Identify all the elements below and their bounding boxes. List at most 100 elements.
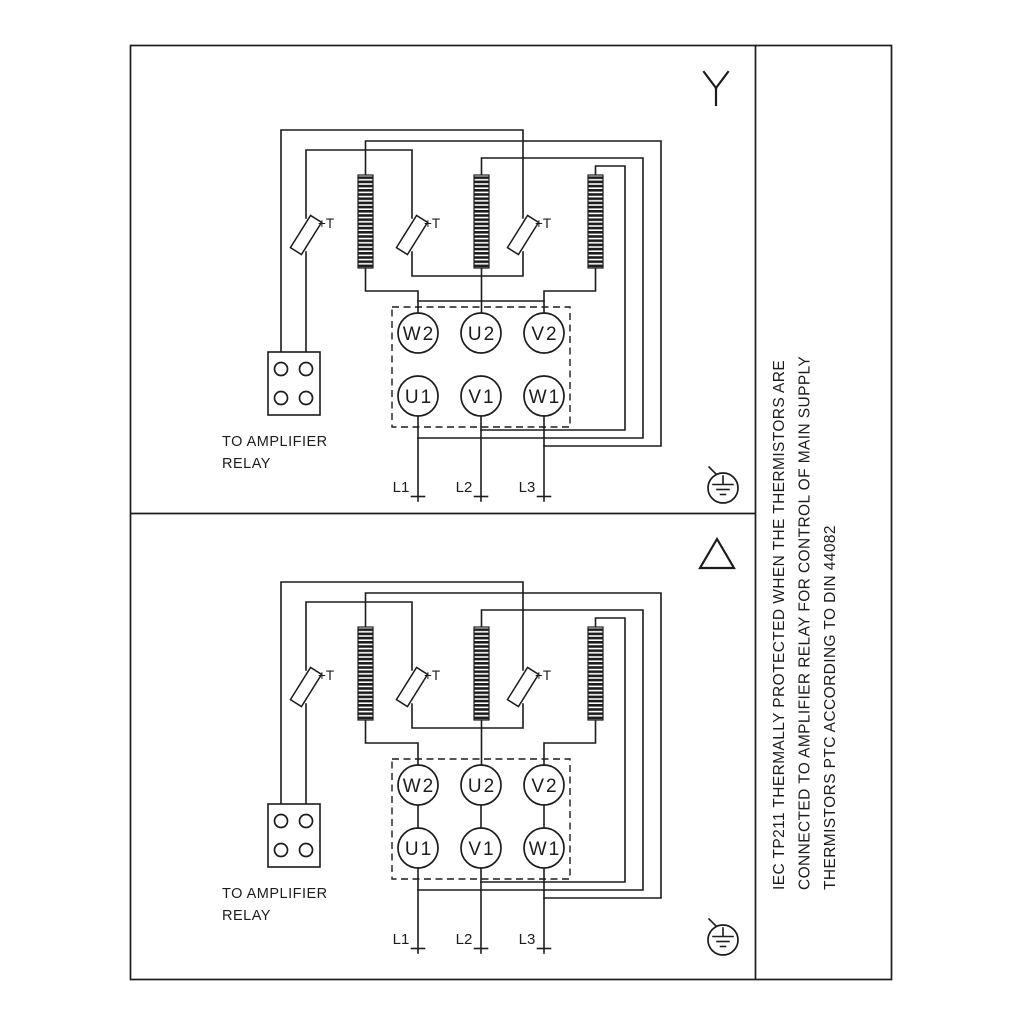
terminal-board-outline xyxy=(391,306,571,428)
terminal-u2: U2 xyxy=(460,764,502,806)
winding2-top-wire xyxy=(417,157,644,439)
panel-circuit-star: +T +T +T TO AMPLIFIER RELAY W2 U2 xyxy=(222,129,739,504)
terminal-v2: V2 xyxy=(523,312,565,354)
thermistor-symbol xyxy=(506,214,540,256)
motor-winding-1 xyxy=(357,174,374,269)
thermistor-label: +T xyxy=(424,668,440,683)
supply-label-l1: L1 xyxy=(393,931,410,948)
thermistor-2: +T xyxy=(395,666,440,708)
terminal-circle xyxy=(523,312,565,354)
terminal-u1: U1 xyxy=(397,827,439,869)
terminal-v1: V1 xyxy=(460,375,502,417)
terminal-circle xyxy=(523,375,565,417)
relay-terminal xyxy=(273,842,289,858)
ground-circle xyxy=(707,924,739,956)
terminal-label: U2 xyxy=(468,324,496,345)
side-note: IEC TP211 THERMALLY PROTECTED WHEN THE T… xyxy=(771,356,839,890)
delta-triangle xyxy=(698,536,736,570)
thermistor-symbol xyxy=(289,666,323,708)
terminal-circle xyxy=(397,375,439,417)
relay-box-outline xyxy=(267,351,321,416)
terminal-circle xyxy=(523,764,565,806)
star-icon xyxy=(702,70,730,107)
amplifier-relay-box: TO AMPLIFIER RELAY xyxy=(222,351,328,472)
terminal-w2: W2 xyxy=(397,764,439,806)
winding1-bottom-wire xyxy=(364,719,419,766)
terminal-label: U2 xyxy=(468,776,496,797)
panel-circuit-delta: +T +T +T TO AMPLIFIER RELAY W2 U2 xyxy=(222,581,739,956)
outer-border xyxy=(129,44,893,981)
supply-label-l1: L1 xyxy=(393,479,410,496)
winding1-top-wire xyxy=(364,140,662,447)
relay-terminal xyxy=(298,390,314,406)
terminal-u1: U1 xyxy=(397,375,439,417)
terminal-label: U1 xyxy=(405,387,433,408)
sensor-wire-t2-to-t1 xyxy=(305,601,413,671)
delta-icon xyxy=(698,536,736,570)
motor-winding-1 xyxy=(357,626,374,721)
sensor-wire-relay-to-t3 xyxy=(280,129,524,353)
relay-box-outline xyxy=(267,803,321,868)
terminal-label: U1 xyxy=(405,839,433,860)
relay-terminal xyxy=(273,813,289,829)
thermistor-3: +T xyxy=(506,666,551,708)
terminal-w1: W1 xyxy=(523,827,565,869)
terminal-u2: U2 xyxy=(460,312,502,354)
terminal-label: V2 xyxy=(531,324,558,345)
thermistor-label: +T xyxy=(535,216,551,231)
terminal-circle xyxy=(397,827,439,869)
relay-terminal xyxy=(298,813,314,829)
winding1-top-wire xyxy=(364,592,662,899)
supply-label-l3: L3 xyxy=(519,479,536,496)
motor-winding-2 xyxy=(473,174,490,269)
winding1-bottom-wire xyxy=(364,267,419,314)
relay-terminal xyxy=(273,390,289,406)
terminal-circle xyxy=(523,827,565,869)
earth-ground-icon xyxy=(707,917,739,956)
motor-winding-3 xyxy=(587,626,604,721)
winding3-bottom-wire xyxy=(543,267,597,314)
supply-label-l2: L2 xyxy=(456,931,473,948)
relay-caption-line1: TO AMPLIFIER xyxy=(222,434,328,450)
terminal-circle xyxy=(460,312,502,354)
thermistor-label: +T xyxy=(424,216,440,231)
terminal-label: W2 xyxy=(403,324,436,345)
sensor-wire-t2-to-t1 xyxy=(305,149,413,219)
thermistor-label: +T xyxy=(318,668,334,683)
thermistor-2: +T xyxy=(395,214,440,256)
sensor-wire-t3-to-t2 xyxy=(411,703,524,729)
thermistor-label: +T xyxy=(318,216,334,231)
thermistor-symbol xyxy=(506,666,540,708)
relay-terminal xyxy=(273,361,289,377)
earth-ground-icon xyxy=(707,465,739,504)
winding2-top-wire xyxy=(417,609,644,891)
thermistor-symbol xyxy=(395,214,429,256)
thermistor-3: +T xyxy=(506,214,551,256)
thermistor-1: +T xyxy=(289,666,334,708)
sensor-wire-t3-to-t2 xyxy=(411,251,524,277)
terminal-circle xyxy=(460,375,502,417)
thermistor-symbol xyxy=(289,214,323,256)
ground-circle xyxy=(707,472,739,504)
terminal-label: W1 xyxy=(529,387,562,408)
side-note-line1: IEC TP211 THERMALLY PROTECTED WHEN THE T… xyxy=(771,360,788,890)
terminal-w2: W2 xyxy=(397,312,439,354)
relay-caption-line2: RELAY xyxy=(222,456,271,472)
ground-tail xyxy=(707,917,719,929)
thermistor-label: +T xyxy=(535,668,551,683)
delta-bridges xyxy=(417,804,545,829)
side-note-line2: CONNECTED TO AMPLIFIER RELAY FOR CONTROL… xyxy=(797,356,814,890)
terminal-circle xyxy=(460,827,502,869)
winding3-top-wire xyxy=(480,617,626,883)
supply-label-l3: L3 xyxy=(519,931,536,948)
terminal-label: V2 xyxy=(531,776,558,797)
star-leg xyxy=(702,70,718,90)
winding3-bottom-wire xyxy=(543,719,597,766)
amplifier-relay-box: TO AMPLIFIER RELAY xyxy=(222,803,327,924)
terminal-circle xyxy=(397,764,439,806)
terminal-v1: V1 xyxy=(460,827,502,869)
relay-terminal xyxy=(298,361,314,377)
relay-terminal xyxy=(298,842,314,858)
terminal-w1: W1 xyxy=(523,375,565,417)
thermistor-1: +T xyxy=(289,214,334,256)
